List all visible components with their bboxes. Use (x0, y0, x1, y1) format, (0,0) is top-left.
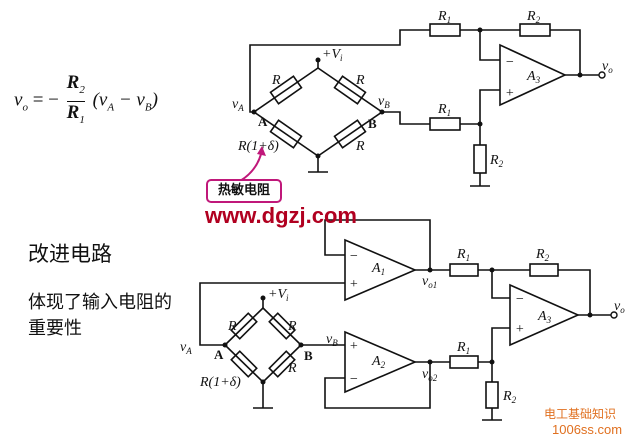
r-delta-label: R(1+δ) (199, 375, 241, 390)
node-b-label: B (304, 348, 313, 363)
vo2-label: vo2 (422, 367, 438, 383)
r2-label: R2 (526, 9, 541, 25)
r1-top-resistor (429, 23, 461, 37)
bridge-resistor (230, 312, 258, 340)
bottom-bridge (222, 295, 304, 409)
opamp-a1-label: A1 (371, 261, 385, 277)
minus-sign: − (515, 292, 524, 307)
website-watermark: www.dgzj.com (205, 203, 357, 228)
bottom-labels: +Vi R R R R(1+δ) A B vA vB A1 A2 A3 − + … (180, 247, 625, 405)
r-label: R (271, 73, 281, 88)
va-label: vA (180, 340, 192, 356)
minus-sign: − (349, 249, 358, 264)
r2-label: R2 (502, 389, 517, 405)
vb-label: vB (378, 94, 390, 110)
r-delta-label: R(1+δ) (237, 139, 279, 154)
r1-label: R1 (456, 340, 470, 356)
r2-lower-resistor (473, 144, 487, 174)
thermistor-resistor (269, 119, 303, 149)
node-a-label: A (214, 347, 224, 362)
bottom-circuit (199, 219, 618, 421)
vo1-label: vo1 (422, 274, 437, 290)
r1-label: R1 (437, 102, 451, 118)
r2-lower-resistor (485, 381, 499, 409)
description-text: 体现了输入电阻的重要性 (28, 292, 172, 339)
plus-sign: + (505, 86, 514, 101)
vb-label: vB (326, 332, 338, 348)
bridge-resistor (333, 75, 367, 105)
thermistor-callout: 热敏电阻 (206, 179, 282, 203)
r1-lower-resistor (429, 117, 461, 131)
gain-formula: vo = − R2 R1 (vA − vB) (14, 72, 158, 126)
r-label: R (287, 319, 297, 334)
r2-top-resistor (519, 23, 551, 37)
opamp-a3-label: A3 (526, 69, 541, 85)
node-b-label: B (368, 116, 377, 131)
opamp-a2 (344, 330, 418, 394)
r1-upper-resistor (449, 263, 479, 277)
bridge-resistor (268, 312, 296, 340)
page-title: 改进电路 (28, 242, 112, 266)
opamp-a3 (499, 43, 567, 107)
plus-sign: + (515, 322, 524, 337)
top-circuit (249, 23, 606, 187)
r-label: R (355, 139, 365, 154)
top-labels: +Vi R R R R(1+δ) A B vA vB R1 R2 R1 R2 A… (232, 9, 613, 169)
opamp-a1 (344, 238, 418, 302)
thermistor-resistor (230, 350, 258, 378)
opamp-a3-label: A3 (537, 309, 552, 325)
minus-sign: − (349, 372, 358, 387)
corner-watermark-line2: 1006ss.com (552, 422, 623, 437)
r-label: R (355, 73, 365, 88)
node-a-label: A (258, 114, 268, 129)
r1-label: R1 (456, 247, 470, 263)
r-label: R (287, 361, 297, 376)
r1-label: R1 (437, 9, 451, 25)
opamp-a3 (509, 283, 580, 347)
vcc-label: +Vi (322, 47, 343, 63)
va-label: vA (232, 97, 244, 113)
r1-lower-resistor (449, 355, 479, 369)
minus-sign: − (505, 55, 514, 70)
bridge-resistor (333, 119, 367, 149)
bridge-resistor (269, 75, 303, 105)
r2-label: R2 (489, 153, 504, 169)
r2-label: R2 (535, 247, 550, 263)
plus-sign: + (349, 339, 358, 354)
vo-label: vo (614, 299, 625, 315)
bridge-resistor (268, 350, 296, 378)
opamp-a2-label: A2 (371, 354, 386, 370)
plus-sign: + (349, 277, 358, 292)
corner-watermark-line1: 电工基础知识 (544, 407, 617, 421)
r2-upper-resistor (529, 263, 559, 277)
r-label: R (227, 319, 237, 334)
vcc-label: +Vi (268, 287, 289, 303)
vo-label: vo (602, 59, 613, 75)
